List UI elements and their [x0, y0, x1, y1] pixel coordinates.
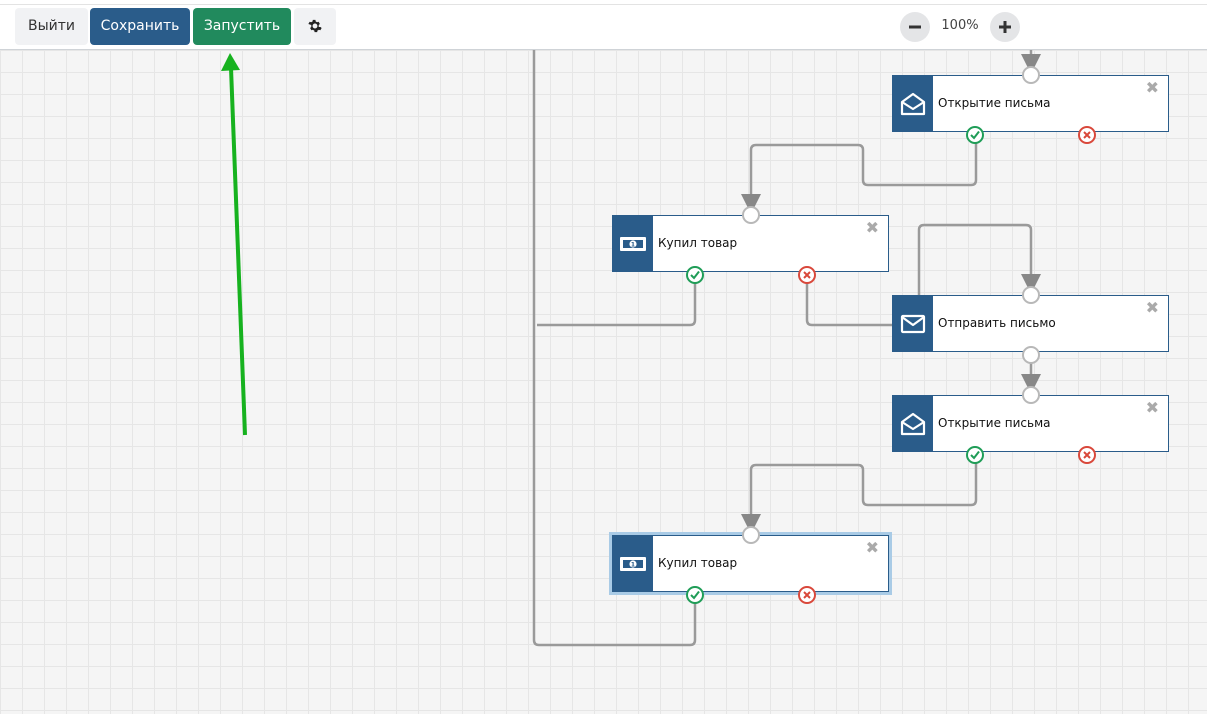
svg-text:1: 1	[631, 561, 635, 568]
annotation-arrow	[229, 67, 247, 436]
node-icon-box: 1	[613, 216, 653, 271]
node-email-open-1[interactable]: Открытие письма ✖	[892, 75, 1169, 132]
connection-line	[537, 283, 697, 327]
minus-icon	[909, 25, 921, 29]
zoom-level: 100%	[941, 18, 979, 33]
failure-port[interactable]	[1078, 126, 1096, 144]
node-icon-box	[893, 396, 933, 451]
envelope-open-icon	[900, 92, 926, 115]
connection-line	[741, 143, 978, 214]
toolbar: Выйти Сохранить Запустить 100%	[0, 5, 1207, 50]
connection-line	[917, 223, 1041, 300]
node-title: Купил товар	[658, 236, 738, 250]
node-title: Открытие письма	[938, 96, 1051, 110]
success-port[interactable]	[966, 446, 984, 464]
cross-icon	[1083, 451, 1091, 459]
connections-layer	[221, 50, 1041, 647]
input-port[interactable]	[1022, 66, 1040, 84]
annotation-arrowhead	[221, 53, 240, 71]
settings-button[interactable]	[294, 8, 336, 45]
top-border	[0, 4, 1207, 5]
success-port[interactable]	[966, 126, 984, 144]
cross-icon	[803, 271, 811, 279]
success-port[interactable]	[686, 586, 704, 604]
node-title: Купил товар	[658, 556, 738, 570]
check-icon	[970, 130, 980, 140]
node-purchase-1[interactable]: 1 Купил товар ✖	[612, 215, 889, 272]
input-port[interactable]	[742, 526, 760, 544]
banknote-icon: 1	[620, 236, 646, 251]
node-icon-box	[893, 76, 933, 131]
node-icon-box: 1	[613, 536, 653, 591]
node-email-open-2[interactable]: Открытие письма ✖	[892, 395, 1169, 452]
failure-port[interactable]	[798, 586, 816, 604]
success-port[interactable]	[686, 266, 704, 284]
node-purchase-2[interactable]: 1 Купил товар ✖	[609, 532, 892, 595]
node-send-email[interactable]: Отправить письмо ✖	[892, 295, 1169, 352]
cross-icon	[1083, 131, 1091, 139]
node-title: Открытие письма	[938, 416, 1051, 430]
plus-icon	[999, 21, 1011, 33]
close-icon[interactable]: ✖	[1145, 298, 1159, 317]
gear-icon	[308, 19, 322, 33]
connection-line	[805, 283, 893, 327]
input-port[interactable]	[1022, 286, 1040, 304]
close-icon[interactable]: ✖	[1145, 398, 1159, 417]
node-title: Отправить письмо	[938, 316, 1056, 330]
check-icon	[690, 270, 700, 280]
zoom-out-button[interactable]	[900, 12, 930, 42]
cross-icon	[803, 591, 811, 599]
check-icon	[690, 590, 700, 600]
close-icon[interactable]: ✖	[865, 218, 879, 237]
node-icon-box	[893, 296, 933, 351]
connection-line	[532, 50, 697, 647]
workflow-canvas[interactable]: Открытие письма ✖ 1 Купил товар ✖	[0, 50, 1207, 714]
svg-text:1: 1	[631, 241, 635, 248]
input-port[interactable]	[742, 206, 760, 224]
failure-port[interactable]	[798, 266, 816, 284]
failure-port[interactable]	[1078, 446, 1096, 464]
exit-button[interactable]: Выйти	[15, 8, 88, 45]
save-button[interactable]: Сохранить	[90, 8, 190, 45]
envelope-open-icon	[900, 412, 926, 435]
input-port[interactable]	[1022, 386, 1040, 404]
output-port[interactable]	[1022, 346, 1040, 364]
close-icon[interactable]: ✖	[865, 538, 879, 557]
banknote-icon: 1	[620, 556, 646, 571]
close-icon[interactable]: ✖	[1145, 78, 1159, 97]
envelope-icon	[900, 314, 926, 333]
check-icon	[970, 450, 980, 460]
connection-line	[741, 463, 978, 534]
run-button[interactable]: Запустить	[193, 8, 291, 45]
zoom-in-button[interactable]	[990, 12, 1020, 42]
